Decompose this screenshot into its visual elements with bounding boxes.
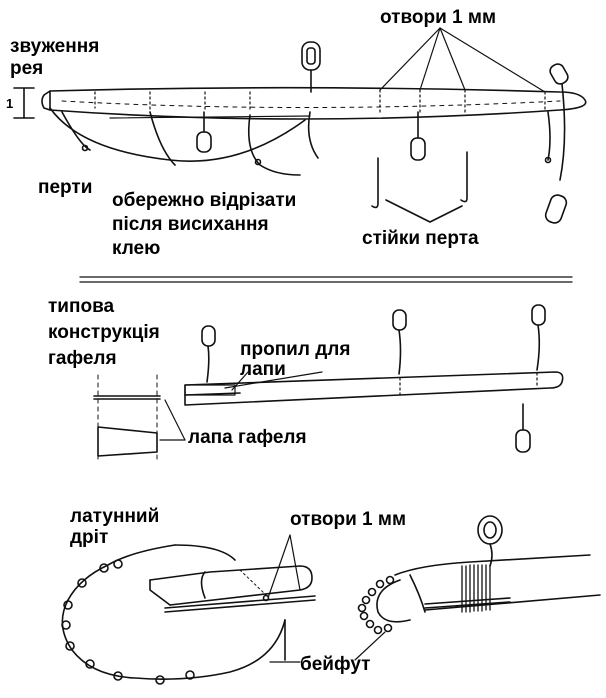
brass-wire-loop [61, 544, 286, 680]
block-icon [515, 403, 531, 453]
block-icon [201, 325, 216, 383]
label-gaff-title: типова конструкція гафеля [48, 296, 160, 369]
section-divider [79, 276, 573, 283]
label-holes-bottom: отвори 1 мм [290, 509, 406, 530]
label-cut-note: обережно відрізати після висихання клею [112, 190, 297, 259]
gaff-end-drawing [149, 534, 316, 613]
parrel-section [61, 515, 601, 685]
label-footropes: перти [38, 177, 93, 198]
block-icon [301, 41, 321, 93]
label-gaff-jaw: лапа гафеля [188, 427, 307, 448]
label-yard-taper: звуження рея [10, 36, 100, 79]
gaff-section [93, 304, 564, 461]
gaff-jaw-parts [93, 374, 186, 461]
parrel-beads [61, 559, 195, 685]
parrel-beads [357, 575, 395, 635]
block-icon [392, 309, 407, 375]
yard-spar [41, 86, 587, 120]
label-jaw-cut: пропил для лапи [240, 339, 351, 380]
yard-section: 1 [6, 27, 587, 224]
label-stirrups: стійки перта [362, 228, 479, 249]
block-icon [531, 304, 546, 371]
block-icon [544, 63, 569, 224]
stirrup-pair [371, 151, 468, 223]
block-icon [477, 515, 503, 567]
block-icon [196, 111, 212, 153]
label-brass-wire: латунний дріт [70, 506, 160, 548]
taper-dimension-mark: 1 [6, 87, 35, 119]
label-parrel: бейфут [300, 654, 371, 675]
holes-top-leaders [379, 27, 546, 93]
dimension-value: 1 [6, 96, 13, 111]
hole-marks [94, 89, 546, 113]
gaff-spar [184, 371, 564, 406]
block-icon [410, 111, 426, 161]
assembled-parrel [354, 515, 601, 661]
label-holes-top: отвори 1 мм [380, 7, 496, 28]
